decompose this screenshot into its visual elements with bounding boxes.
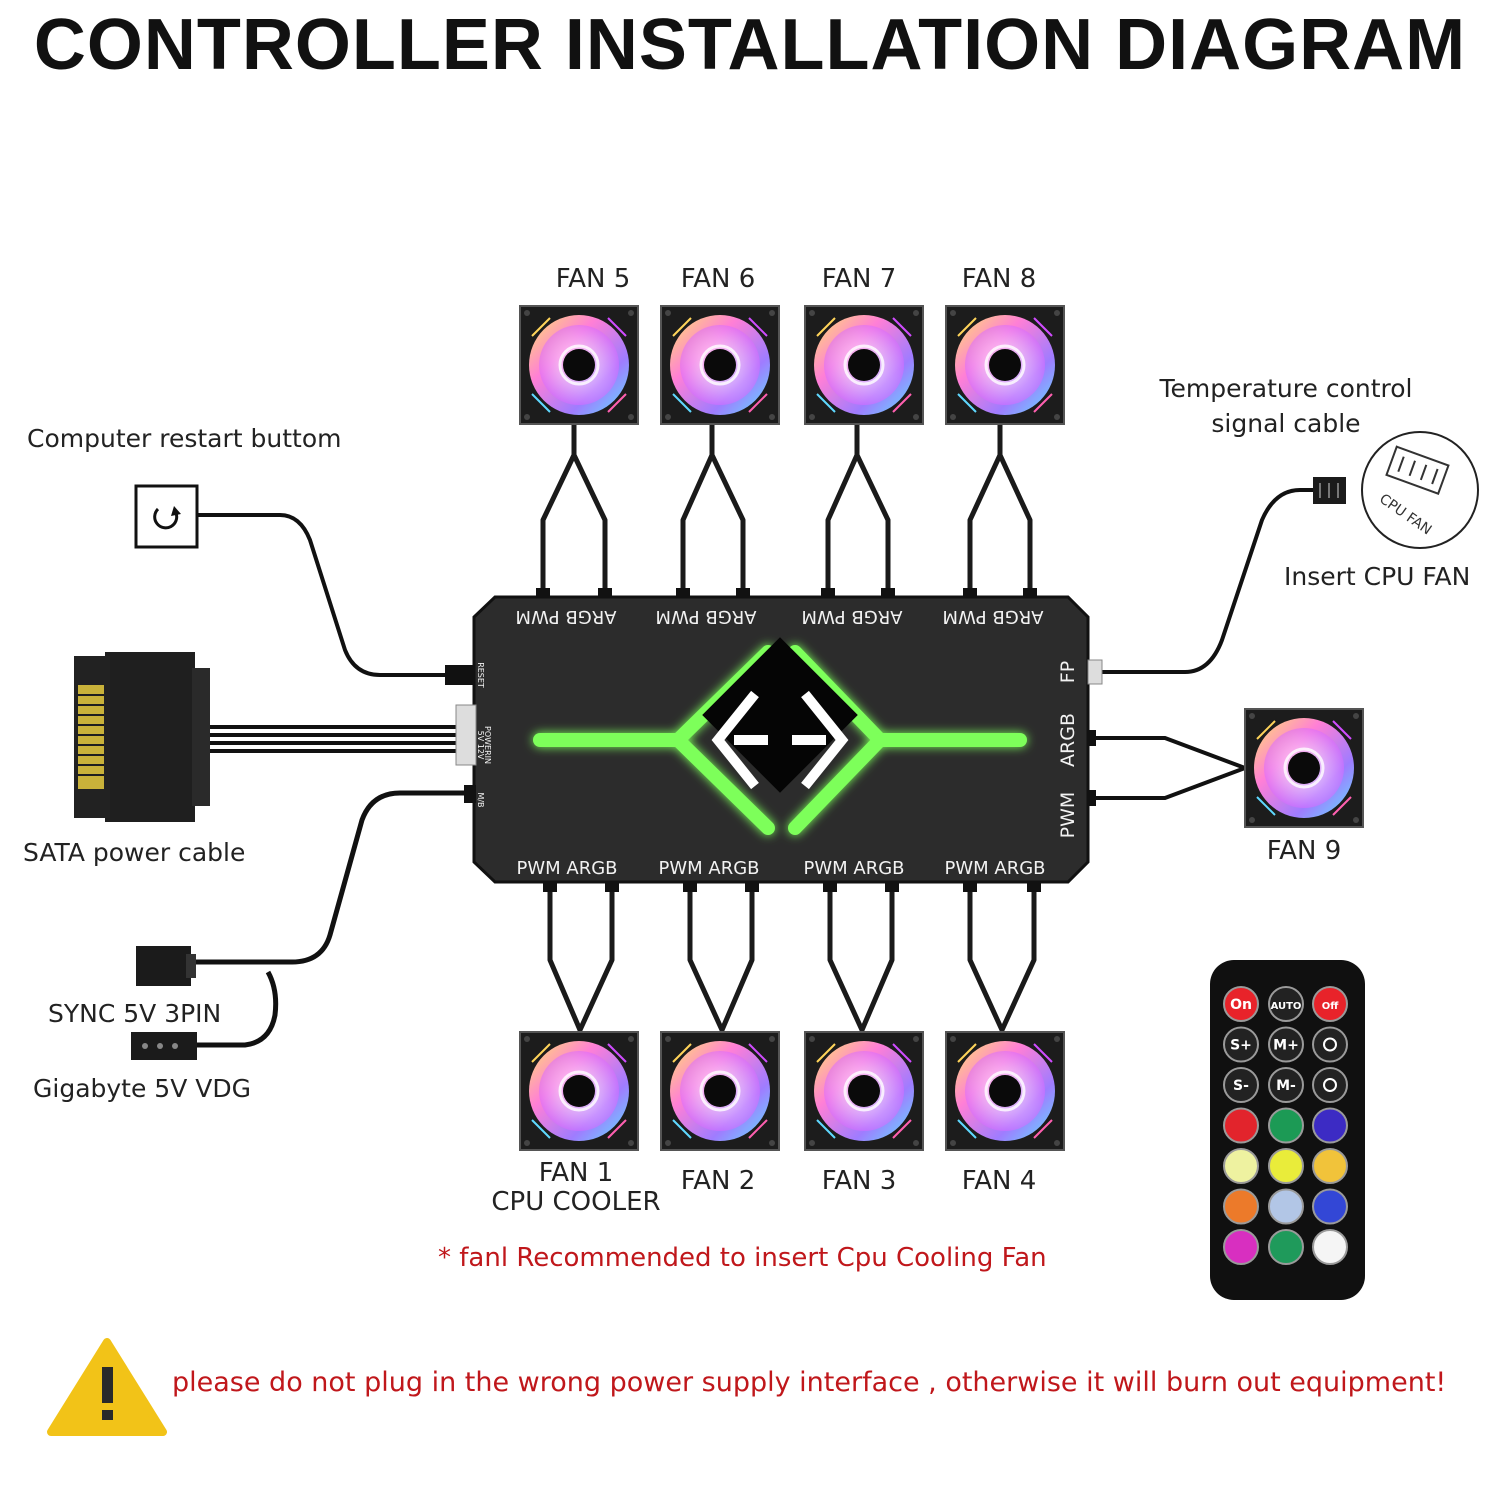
remote-button [1223, 1026, 1259, 1063]
remote-button [1223, 1067, 1259, 1103]
hub-port-labels: ARGB PWM ARGB PWM ARGB PWM ARGB PWM PWM … [476, 606, 1079, 879]
hub-port-reset: RESET [476, 662, 485, 688]
remote-button [1268, 1229, 1304, 1265]
hub-logo-diamond [702, 637, 858, 793]
remote-button [1223, 1148, 1259, 1184]
warning-text: please do not plug in the wrong power su… [172, 1367, 1447, 1398]
hub-bottom-port-label: PWM ARGB [658, 858, 759, 879]
fans-top [518, 304, 1066, 426]
remote-button [1312, 1026, 1348, 1063]
remote-button [1268, 1148, 1304, 1184]
sync-3pin-connector [136, 946, 196, 986]
brightness-icon [1323, 1078, 1337, 1092]
remote-button [1268, 1026, 1304, 1063]
brightness-icon [1323, 1037, 1337, 1052]
fan-label-5: FAN 5 [555, 264, 631, 294]
fan-label-8: FAN 8 [961, 264, 1037, 294]
sata-cable [210, 725, 462, 753]
warning-icon [47, 1338, 167, 1436]
remote-button-label: M+ [1273, 1038, 1299, 1054]
hub-top-port-label: ARGB PWM [801, 606, 902, 627]
page-title: CONTROLLER INSTALLATION DIAGRAM [33, 5, 1467, 85]
remote-button [1312, 1188, 1348, 1225]
fan-label-2: FAN 2 [680, 1166, 756, 1196]
fp-plug [1313, 477, 1346, 504]
hub-top-port-label: ARGB PWM [515, 606, 616, 627]
fan-label-7: FAN 7 [821, 264, 897, 294]
hub-bottom-port-label: PWM ARGB [944, 858, 1045, 879]
hub-bottom-port-label: PWM ARGB [803, 858, 904, 879]
hub-top-port-label: ARGB PWM [942, 606, 1043, 627]
remote-button [1223, 1229, 1259, 1265]
remote-button [1312, 1229, 1348, 1265]
gigabyte-vdg-connector [131, 1032, 197, 1060]
remote-button [1268, 1067, 1304, 1103]
hub-port-argb: ARGB [1057, 713, 1079, 767]
fan-label-9: FAN 9 [1266, 836, 1342, 866]
controller-hub [445, 595, 1103, 884]
temp-cable-label-2: signal cable [1211, 409, 1361, 438]
restart-icon [153, 506, 181, 530]
sata-label: SATA power cable [23, 838, 246, 867]
fan-label-1: FAN 1 [538, 1158, 614, 1188]
remote-button [1312, 1067, 1348, 1103]
hub-port-mb: M/B [476, 792, 485, 807]
remote-button [1312, 1148, 1348, 1184]
fan-label-1-sub: CPU COOLER [491, 1187, 661, 1217]
fan-label-4: FAN 4 [961, 1166, 1037, 1196]
fan-9 [1243, 707, 1365, 829]
remote-button [1223, 1188, 1259, 1225]
fans-bottom [518, 1030, 1066, 1152]
cpu-fan-header-stamp: CPU FAN [1361, 431, 1479, 549]
remote-button [1223, 986, 1259, 1022]
insert-cpu-fan-label: Insert CPU FAN [1284, 562, 1471, 591]
sync-cable [195, 790, 472, 1048]
remote-button-label: S+ [1230, 1038, 1252, 1054]
remote-button-label: On [1230, 997, 1252, 1013]
fan-label-6: FAN 6 [680, 264, 756, 294]
restart-button [134, 484, 199, 549]
remote-button-label: Off [1322, 1001, 1340, 1012]
remote-button [1312, 1107, 1348, 1144]
fp-cable [1090, 488, 1320, 674]
bottom-fan-cables [547, 882, 1037, 1033]
temp-cable-label-1: Temperature control [1159, 374, 1413, 403]
reset-cable [198, 513, 445, 677]
remote-button [1268, 986, 1304, 1022]
hub-top-port-label: ARGB PWM [655, 606, 756, 627]
restart-label: Computer restart buttom [27, 424, 342, 453]
remote-button-label: AUTO [1271, 1001, 1302, 1012]
cpu-fan-note: * fanl Recommended to insert Cpu Cooling… [438, 1243, 1047, 1273]
remote-button-label: M- [1276, 1078, 1296, 1094]
sync-label: SYNC 5V 3PIN [48, 999, 222, 1028]
hub-port-powerin: POWERIN [483, 726, 492, 764]
hub-port-pwm: PWM [1057, 792, 1079, 839]
remote-button [1223, 1107, 1259, 1144]
gigabyte-label: Gigabyte 5V VDG [33, 1074, 251, 1103]
fan-label-3: FAN 3 [821, 1166, 897, 1196]
fan9-cable [1090, 736, 1246, 800]
remote-button-label: S- [1233, 1078, 1249, 1094]
remote-button [1268, 1107, 1304, 1144]
hub-port-voltage: 5V 12V [476, 731, 485, 760]
top-fan-cables [540, 425, 1033, 595]
sata-connector [74, 652, 210, 822]
remote-button [1268, 1188, 1304, 1225]
hub-port-fp: FP [1057, 661, 1079, 683]
hub-bottom-port-label: PWM ARGB [516, 858, 617, 879]
remote-button [1312, 986, 1348, 1022]
